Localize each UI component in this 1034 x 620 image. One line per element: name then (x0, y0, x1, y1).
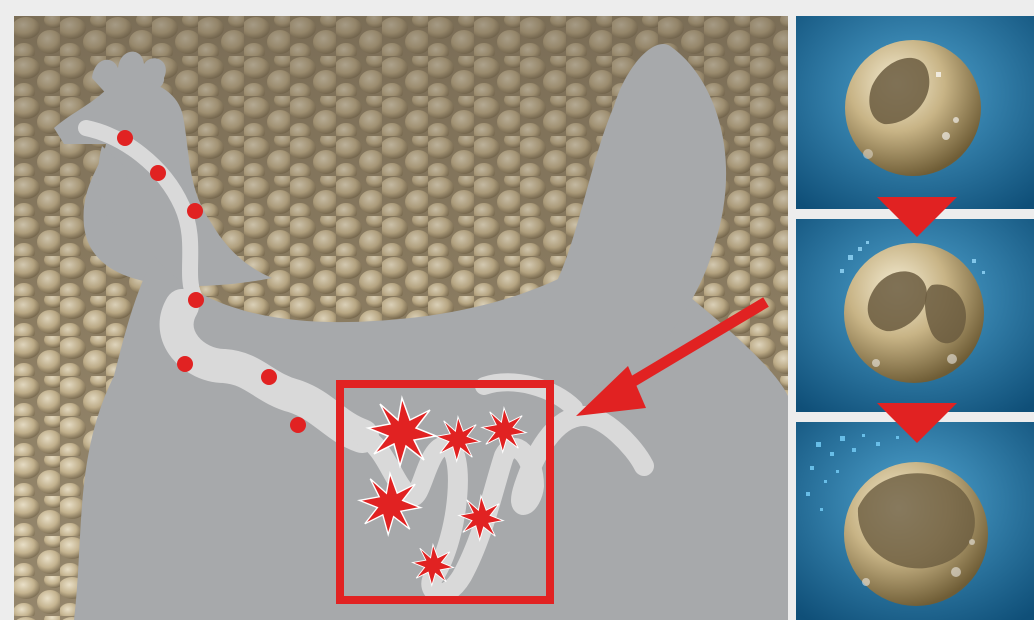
chicken-illustration (14, 16, 788, 620)
stage-panel-opening (796, 219, 1034, 412)
feed-particle-dot (261, 369, 277, 385)
feed-particle-dot (150, 165, 166, 181)
stage-panel-releasing (796, 422, 1034, 620)
down-triangle-arrow-icon (877, 197, 957, 237)
stage-panel-intact (796, 16, 1034, 209)
feed-particle-dot (187, 203, 203, 219)
feed-particle-dot (290, 417, 306, 433)
chicken-digestion-panel (14, 16, 788, 620)
down-triangle-arrow-icon (877, 403, 957, 443)
feed-particle-dot (177, 356, 193, 372)
feed-particle-dot (188, 292, 204, 308)
feed-particle-dot (117, 130, 133, 146)
microcapsule-pellet-icon (845, 40, 981, 176)
